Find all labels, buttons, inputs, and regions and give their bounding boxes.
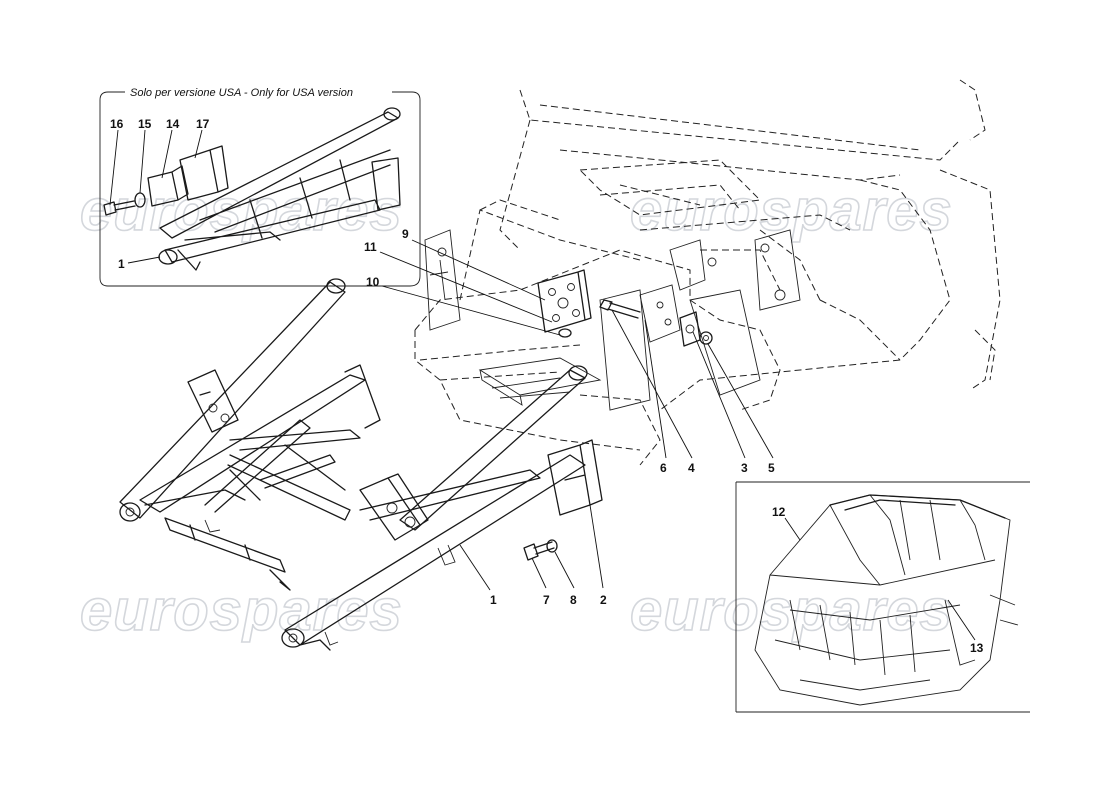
- inset-caption: Solo per versione USA - Only for USA ver…: [130, 87, 353, 99]
- car-inset: 12 13: [735, 481, 1030, 713]
- upper-tube-eye: [326, 278, 346, 294]
- callout-inset-1: 1: [118, 257, 125, 271]
- chassis-upper: [414, 199, 781, 466]
- chassis-hole: [760, 243, 770, 253]
- chassis-dashed: [414, 79, 1001, 466]
- car-roll-cage: [829, 494, 1006, 519]
- usa-inset: Solo per versione USA - Only for USA ver…: [99, 87, 421, 287]
- main-callouts: 9 11 10 6 4 3 5 7 8 2 1: [364, 227, 775, 607]
- side-bolt: [599, 299, 641, 319]
- main-subframe: [119, 278, 603, 651]
- plate-nut: [558, 328, 572, 338]
- left-bracket: [187, 369, 239, 433]
- chassis-outline: [499, 79, 1001, 411]
- car-leaders: [784, 517, 976, 641]
- callout-11: 11: [364, 240, 377, 254]
- plate-hole: [567, 283, 575, 291]
- car-body: [754, 494, 1019, 706]
- callout-1: 1: [490, 593, 497, 607]
- lower-rail-long: [284, 454, 586, 651]
- upper-tube: [119, 281, 346, 519]
- inset-mount-block: [147, 165, 189, 207]
- callout-5: 5: [768, 461, 775, 475]
- callout-3: 3: [741, 461, 748, 475]
- leader-5: [707, 343, 774, 459]
- leader-3: [692, 331, 746, 459]
- inset-border: [99, 91, 421, 287]
- car-inset-border: [735, 481, 1030, 713]
- bottom-washer: [546, 539, 558, 553]
- main-leaders: [379, 239, 774, 591]
- chassis-solid: [424, 229, 801, 411]
- front-pivot-left-center: [125, 507, 135, 517]
- left-bracket-hole: [208, 403, 218, 413]
- inset-bracket: [179, 145, 229, 201]
- plate-hole: [572, 309, 580, 317]
- leader-7: [531, 557, 547, 589]
- inset-bolt: [103, 200, 136, 216]
- center-bracket-hole: [404, 516, 416, 528]
- center-bracket-hole: [386, 502, 398, 514]
- rear-pivot-center: [288, 633, 298, 643]
- side-bracket: [639, 284, 681, 343]
- callout-6: 6: [660, 461, 667, 475]
- plate-hole: [552, 314, 560, 322]
- diagonal-tube-eye: [568, 365, 588, 381]
- callout-7: 7: [543, 593, 550, 607]
- inset-leaders: [109, 129, 203, 264]
- callout-2: 2: [600, 593, 607, 607]
- chassis-hole: [774, 289, 786, 301]
- callout-14: 14: [166, 117, 180, 131]
- top-crossbar: [139, 364, 381, 513]
- leader-8: [554, 551, 575, 589]
- side-nut-center: [703, 335, 709, 341]
- callout-4: 4: [688, 461, 695, 475]
- leader-4: [611, 309, 693, 459]
- bracket-hole: [664, 318, 672, 326]
- x-braces: [204, 419, 351, 521]
- bracket-hole: [656, 301, 664, 309]
- callout-9: 9: [402, 227, 409, 241]
- watermarks: eurospares eurospares eurospares eurospa…: [79, 177, 952, 644]
- leader-6: [644, 319, 667, 459]
- leader-10: [381, 285, 561, 336]
- front-pivot-left: [119, 502, 141, 522]
- center-bracket: [359, 473, 429, 541]
- callout-12: 12: [772, 505, 786, 519]
- chassis-crossmember: [478, 357, 602, 406]
- washer-hole: [685, 324, 695, 334]
- bottom-bolt: [523, 541, 555, 561]
- inset-pivot-top: [383, 107, 401, 121]
- plate-hole: [548, 288, 556, 296]
- callout-8: 8: [570, 593, 577, 607]
- plate-outline: [537, 269, 592, 333]
- plate-center-hole: [557, 297, 569, 309]
- left-bracket-hole: [220, 413, 230, 423]
- callout-13: 13: [970, 641, 984, 655]
- bottom-hardware: [523, 539, 558, 561]
- leader-2: [589, 504, 604, 589]
- side-nut: [699, 331, 713, 345]
- rear-pivot: [281, 628, 305, 648]
- leader-9: [411, 239, 546, 301]
- callout-10: 10: [366, 275, 380, 289]
- watermark-top-left: eurospares: [80, 178, 403, 243]
- right-mount-block: [547, 439, 603, 516]
- leader-1: [459, 544, 491, 591]
- lower-rail-left: [164, 517, 291, 591]
- rail-tabs: [204, 519, 456, 646]
- leader-11: [379, 251, 553, 323]
- callout-15: 15: [138, 117, 152, 131]
- side-hardware: [599, 284, 713, 347]
- chassis-hole: [707, 257, 717, 267]
- chassis-side: [424, 229, 801, 411]
- inset-pivot: [158, 249, 178, 265]
- mount-plate: [537, 269, 592, 338]
- watermark-bottom-left: eurospares: [80, 578, 403, 643]
- callout-16: 16: [110, 117, 124, 131]
- callout-17: 17: [196, 117, 210, 131]
